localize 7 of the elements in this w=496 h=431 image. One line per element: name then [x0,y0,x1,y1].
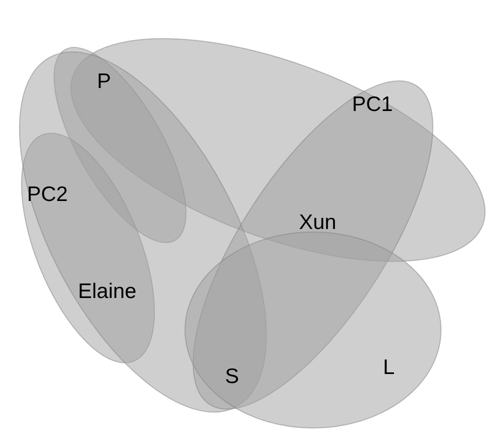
set-label: L [383,356,395,380]
set-label: Elaine [78,280,136,304]
set-label: PC2 [27,183,68,207]
set-label: S [225,365,240,389]
set-label: PC1 [352,93,393,117]
set-label: Xun [299,211,336,235]
set-label: P [97,70,112,94]
